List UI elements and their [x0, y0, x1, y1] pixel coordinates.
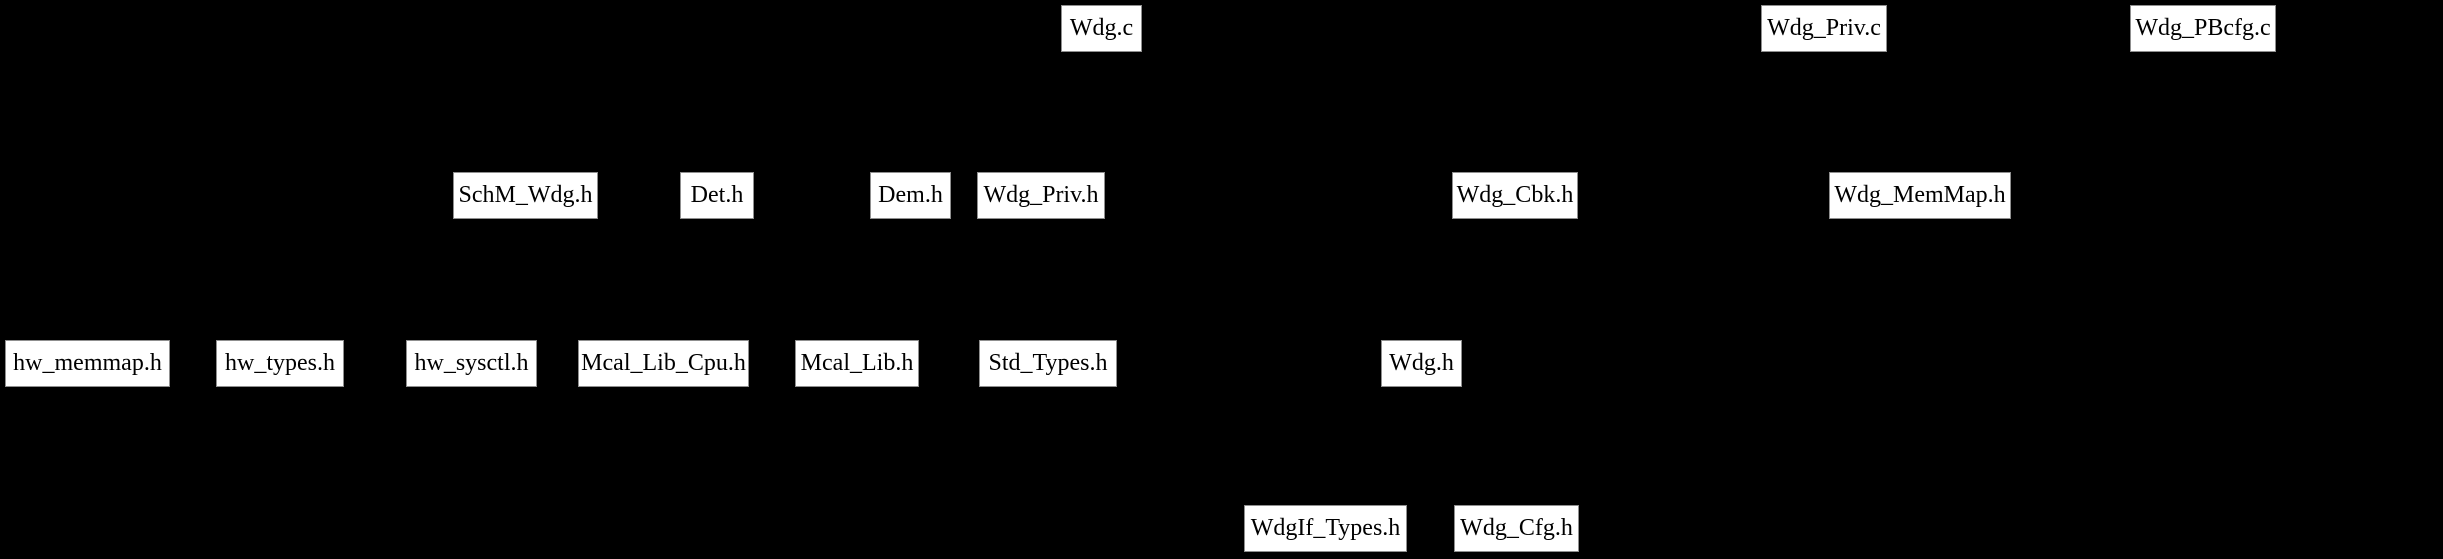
graph-node-mcal-lib-cpu-h[interactable]: Mcal_Lib_Cpu.h	[578, 340, 749, 387]
graph-node-wdg-c[interactable]: Wdg.c	[1061, 5, 1142, 52]
graph-node-wdg-memmap-h[interactable]: Wdg_MemMap.h	[1829, 172, 2011, 219]
graph-node-wdg-cbk-h[interactable]: Wdg_Cbk.h	[1452, 172, 1578, 219]
graph-node-wdg-priv-h[interactable]: Wdg_Priv.h	[977, 172, 1105, 219]
graph-node-schm-wdg-h[interactable]: SchM_Wdg.h	[453, 172, 598, 219]
graph-node-mcal-lib-h[interactable]: Mcal_Lib.h	[795, 340, 919, 387]
graph-node-wdg-priv-c[interactable]: Wdg_Priv.c	[1761, 5, 1887, 52]
graph-node-hw-sysctl-h[interactable]: hw_sysctl.h	[406, 340, 537, 387]
graph-node-hw-memmap-h[interactable]: hw_memmap.h	[5, 340, 170, 387]
graph-node-std-types-h[interactable]: Std_Types.h	[979, 340, 1117, 387]
graph-node-det-h[interactable]: Det.h	[680, 172, 754, 219]
graph-node-wdgif-types-h[interactable]: WdgIf_Types.h	[1244, 505, 1407, 552]
graph-node-dem-h[interactable]: Dem.h	[870, 172, 951, 219]
graph-node-wdg-cfg-h[interactable]: Wdg_Cfg.h	[1454, 505, 1579, 552]
graph-node-wdg-pbcfg-c[interactable]: Wdg_PBcfg.c	[2130, 5, 2276, 52]
graph-node-hw-types-h[interactable]: hw_types.h	[216, 340, 344, 387]
graph-node-wdg-h[interactable]: Wdg.h	[1381, 340, 1462, 387]
